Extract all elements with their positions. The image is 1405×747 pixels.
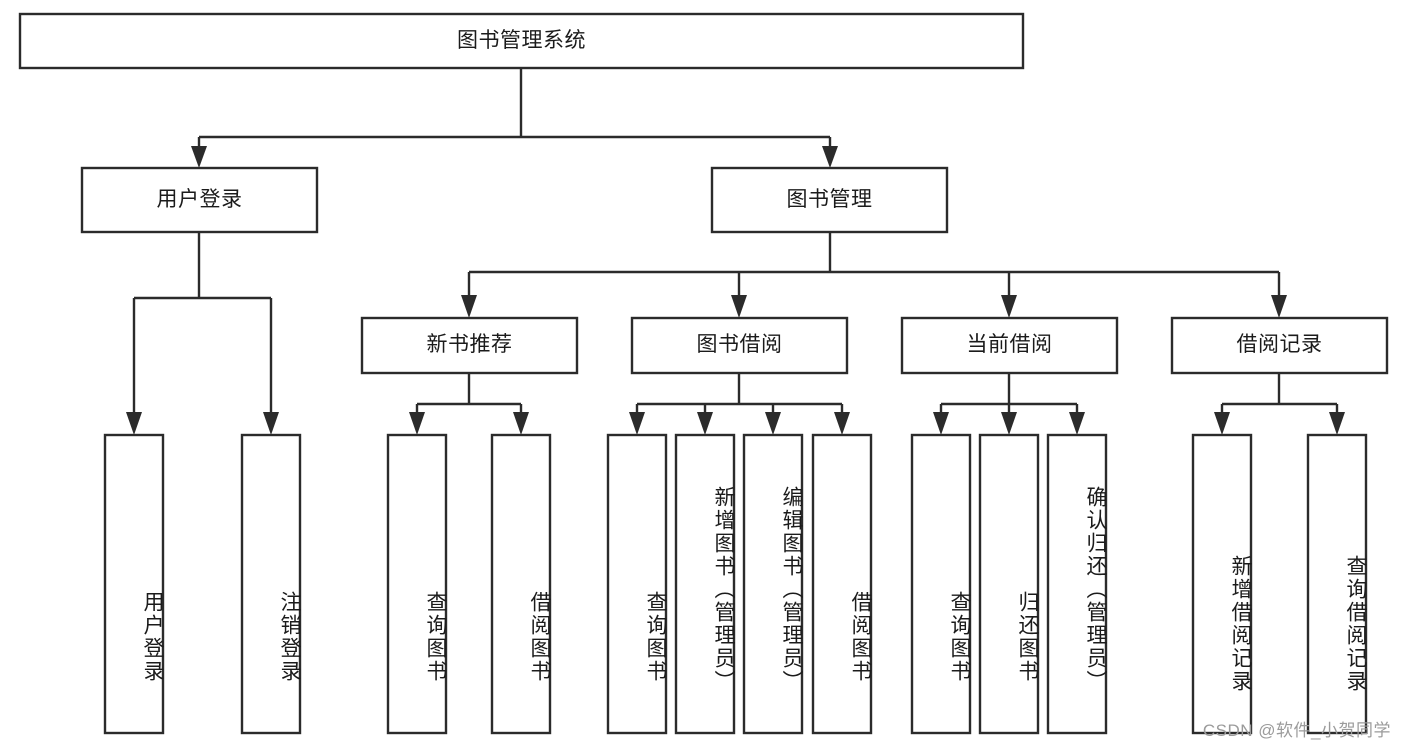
node-box-leaf-5[interactable] (606, 433, 668, 735)
node-box-leaf-2[interactable] (240, 433, 302, 735)
edge-group-user-login (126, 232, 279, 435)
node-box-current-borrow[interactable] (900, 316, 1119, 375)
node-box-leaf-6[interactable] (674, 433, 736, 735)
arrowhead-leaf-10 (1001, 412, 1017, 435)
edge-group-new-book-rec (409, 373, 529, 435)
edge-group-root (191, 68, 838, 168)
node-box-leaf-7[interactable] (742, 433, 804, 735)
arrowhead-leaf-8 (834, 412, 850, 435)
node-box-leaf-13[interactable] (1306, 433, 1368, 735)
node-box-leaf-9[interactable] (910, 433, 972, 735)
arrowhead-leaf-1 (126, 412, 142, 435)
node-box-borrow-record[interactable] (1170, 316, 1389, 375)
edge-group-book-manage (461, 232, 1287, 318)
arrowhead-leaf-12 (1214, 412, 1230, 435)
arrowhead-leaf-6 (697, 412, 713, 435)
node-box-user-login[interactable] (80, 166, 319, 234)
node-box-root[interactable] (18, 12, 1025, 70)
node-box-book-borrow[interactable] (630, 316, 849, 375)
arrowhead-leaf-11 (1069, 412, 1085, 435)
node-box-leaf-3[interactable] (386, 433, 448, 735)
csdn-watermark: CSDN @软件_小贺同学 (1202, 721, 1391, 740)
arrowhead-current-borrow (1001, 295, 1017, 318)
node-box-leaf-12[interactable] (1191, 433, 1253, 735)
arrowhead-leaf-13 (1329, 412, 1345, 435)
node-box-leaf-8[interactable] (811, 433, 873, 735)
arrowhead-book-borrow (731, 295, 747, 318)
arrowhead-book-manage (822, 146, 838, 168)
arrowhead-leaf-7 (765, 412, 781, 435)
node-box-leaf-1[interactable] (103, 433, 165, 735)
arrowhead-user-login (191, 146, 207, 168)
arrowhead-borrow-record (1271, 295, 1287, 318)
edge-group-borrow-record (1214, 373, 1345, 435)
node-box-leaf-10[interactable] (978, 433, 1040, 735)
edge-group-book-borrow (629, 373, 850, 435)
node-box-leaf-4[interactable] (490, 433, 552, 735)
arrowhead-new-book-rec (461, 295, 477, 318)
node-box-book-manage[interactable] (710, 166, 949, 234)
arrowhead-leaf-4 (513, 412, 529, 435)
node-box-leaf-11[interactable] (1046, 433, 1108, 735)
edge-group-current-borrow (933, 373, 1085, 435)
arrowhead-leaf-2 (263, 412, 279, 435)
node-box-new-book-rec[interactable] (360, 316, 579, 375)
arrowhead-leaf-3 (409, 412, 425, 435)
arrowhead-leaf-9 (933, 412, 949, 435)
arrowhead-leaf-5 (629, 412, 645, 435)
